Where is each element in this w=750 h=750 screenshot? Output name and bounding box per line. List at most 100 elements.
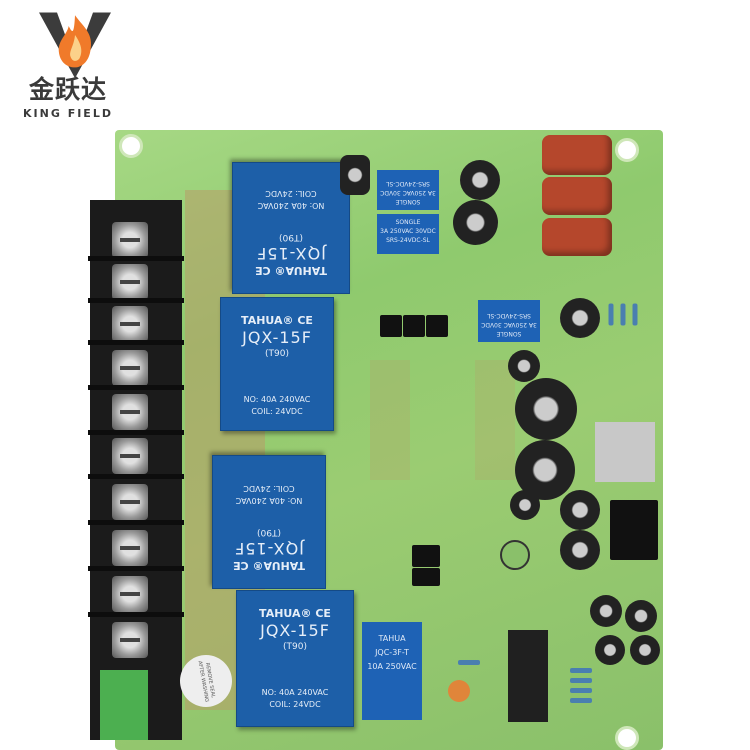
relay-model: JQC-3F-T	[375, 648, 409, 657]
relay-model: SRS-24VDC-SL	[386, 180, 430, 187]
electrolytic-capacitor	[508, 350, 540, 382]
relay-jqx-15f: TAHUA® CE JQX-15F (T90) NO: 40A 240VAC CO…	[220, 297, 334, 431]
relay-brand: TAHUA® CE	[233, 559, 305, 572]
relay-model: JQX-15F	[242, 328, 312, 347]
ceramic-capacitor	[448, 680, 470, 702]
screw-terminal[interactable]	[112, 306, 148, 342]
mounting-hole	[615, 138, 639, 162]
divider	[88, 520, 184, 525]
divider	[88, 612, 184, 617]
relay-rating: 10A 250VAC	[367, 662, 417, 671]
relay-brand: TAHUA	[378, 634, 406, 643]
relay-model: SRS-24VDC-SL	[487, 312, 531, 319]
resistor	[570, 668, 592, 673]
optocoupler-chip	[403, 315, 425, 337]
relay-variant: (T90)	[257, 527, 281, 537]
film-capacitor	[542, 135, 612, 175]
relay-contacts: NO: 40A 240VAC	[243, 395, 311, 404]
relay-jqx-15f: TAHUA® CE JQX-15F (T90) NO: 40A 240VAC CO…	[236, 590, 354, 727]
screw-terminal[interactable]	[112, 530, 148, 566]
relay-rating: 3A 250VAC 30VDC	[380, 189, 436, 196]
screw-terminal[interactable]	[112, 394, 148, 430]
buzzer	[500, 540, 530, 570]
mounting-hole	[119, 134, 143, 158]
resistor	[570, 678, 592, 683]
relay-model: SRS-24VDC-SL	[386, 237, 430, 244]
relay-srs-24vdc: SONGLE 3A 250VAC 30VDC SRS-24VDC-SL	[377, 214, 439, 254]
divider	[88, 474, 184, 479]
copper-area	[475, 360, 515, 480]
voltage-regulator	[610, 500, 658, 560]
relay-coil: COIL: 24VDC	[251, 407, 303, 416]
resistor	[608, 303, 614, 326]
resistor	[620, 303, 626, 326]
screw-terminal[interactable]	[112, 484, 148, 520]
film-capacitor	[542, 218, 612, 256]
relay-coil: COIL: 24VDC	[265, 189, 317, 198]
relay-brand: SONGLE	[496, 330, 522, 337]
voltage-regulator-heatsink	[595, 422, 655, 482]
flame-logo-icon	[39, 12, 111, 79]
electrolytic-capacitor	[560, 490, 600, 530]
film-capacitor	[542, 177, 612, 215]
screw-terminal[interactable]	[112, 222, 148, 258]
screw-terminal[interactable]	[112, 622, 148, 658]
relay-brand: SONGLE	[395, 198, 421, 205]
relay-brand: TAHUA® CE	[255, 264, 327, 277]
relay-variant: (T90)	[283, 642, 307, 652]
relay-jqc-3f-t: TAHUA JQC-3F-T 10A 250VAC	[362, 622, 422, 720]
relay-coil: COIL: 24VDC	[269, 700, 321, 709]
electrolytic-capacitor	[560, 298, 600, 338]
ic-chip	[412, 568, 440, 586]
relay-srs-24vdc: SONGLE 3A 250VAC 30VDC SRS-24VDC-SL	[377, 170, 439, 210]
electrolytic-capacitor	[340, 155, 370, 195]
relay-srs-24vdc: SONGLE 3A 250VAC 30VDC SRS-24VDC-SL	[478, 300, 540, 342]
screw-terminal[interactable]	[112, 576, 148, 612]
electrolytic-capacitor	[595, 635, 625, 665]
optocoupler-chip	[426, 315, 448, 337]
logo-english-text: KING FIELD	[23, 107, 113, 120]
mounting-hole	[615, 726, 639, 750]
electrolytic-capacitor	[510, 490, 540, 520]
relay-contacts: NO: 40A 240VAC	[257, 201, 325, 210]
resistor	[458, 660, 480, 665]
electrolytic-capacitor	[453, 200, 498, 245]
relay-variant: (T90)	[279, 232, 303, 242]
screw-terminal[interactable]	[112, 264, 148, 300]
divider	[88, 256, 184, 261]
logo-chinese-text: 金跃达	[28, 76, 107, 104]
copper-area	[370, 360, 410, 480]
relay-brand: TAHUA® CE	[241, 314, 313, 327]
optocoupler-chip	[380, 315, 402, 337]
relay-model: JQX-15F	[260, 621, 330, 640]
resistor	[570, 688, 592, 693]
electrolytic-capacitor	[625, 600, 657, 632]
electrolytic-capacitor	[460, 160, 500, 200]
electrolytic-capacitor	[560, 530, 600, 570]
green-terminal-block	[100, 670, 148, 740]
relay-model: JQX-15F	[256, 244, 326, 263]
divider	[88, 430, 184, 435]
relay-rating: 3A 250VAC 30VDC	[481, 321, 537, 328]
electrolytic-capacitor	[515, 378, 577, 440]
relay-variant: (T90)	[265, 349, 289, 359]
relay-coil: COIL: 24VDC	[243, 484, 295, 493]
ic-chip	[412, 545, 440, 567]
terminal-block	[88, 200, 184, 740]
resistor	[570, 698, 592, 703]
screw-terminal[interactable]	[112, 350, 148, 386]
divider	[88, 385, 184, 390]
relay-jqx-15f: TAHUA® CE JQX-15F (T90) NO: 40A 240VAC CO…	[232, 162, 350, 294]
divider	[88, 566, 184, 571]
electrolytic-capacitor	[630, 635, 660, 665]
king-field-logo	[30, 8, 120, 88]
relay-contacts: NO: 40A 240VAC	[235, 496, 303, 505]
screw-terminal[interactable]	[112, 438, 148, 474]
divider	[88, 298, 184, 303]
relay-rating: 3A 250VAC 30VDC	[380, 228, 436, 235]
electrolytic-capacitor	[590, 595, 622, 627]
relay-contacts: NO: 40A 240VAC	[261, 688, 329, 697]
relay-brand: TAHUA® CE	[259, 607, 331, 620]
divider	[88, 340, 184, 345]
